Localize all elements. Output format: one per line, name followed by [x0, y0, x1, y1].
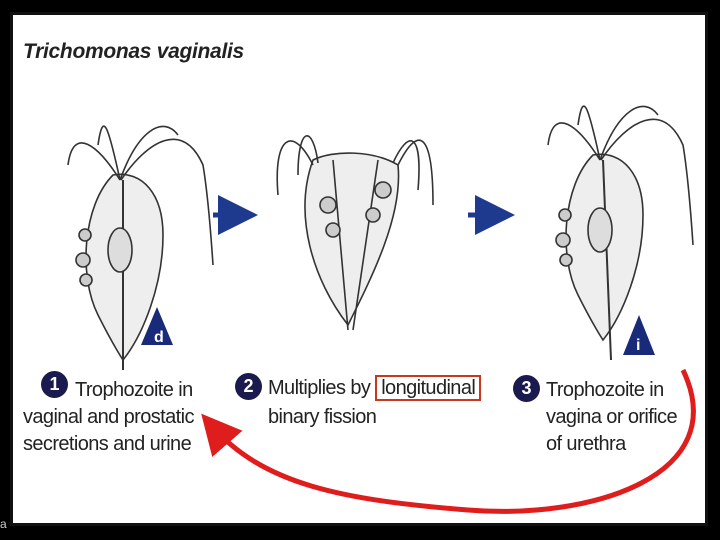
step-3-line2: vagina or orifice — [546, 406, 678, 428]
trophozoite-3-drawing — [547, 105, 694, 361]
dividing-trophozoite-drawing — [276, 135, 434, 331]
step-1-line1: Trophozoite in — [75, 379, 193, 401]
step-2-number: 2 — [235, 373, 262, 400]
step-2-line2: binary fission — [268, 406, 377, 428]
life-cycle-diagram: d — [67, 105, 696, 514]
step-3-line3: of urethra — [546, 433, 626, 455]
diagnostic-stage-marker — [141, 307, 173, 345]
step-2-line1: Multiplies by longitudinal — [268, 375, 482, 401]
step-1-line2: vaginal and prostatic — [23, 406, 194, 428]
trophozoite-1-drawing — [67, 125, 214, 370]
step-3-number: 3 — [513, 375, 540, 402]
corner-mark: a — [0, 517, 7, 531]
diagnostic-marker-letter: d — [154, 329, 164, 346]
infective-stage-marker — [623, 315, 655, 355]
infective-marker-letter: i — [636, 337, 640, 354]
step-3-line1: Trophozoite in — [546, 379, 664, 401]
step-1-number: 1 — [41, 371, 68, 398]
page-title: Trichomonas vaginalis — [23, 40, 244, 63]
step-1-line3: secretions and urine — [23, 433, 192, 455]
diagram-panel: d — [10, 12, 708, 526]
longitudinal-highlight: longitudinal — [375, 375, 482, 401]
cycle-return-arrow — [201, 368, 696, 514]
step-2-line1-text: Multiplies by — [268, 377, 376, 399]
